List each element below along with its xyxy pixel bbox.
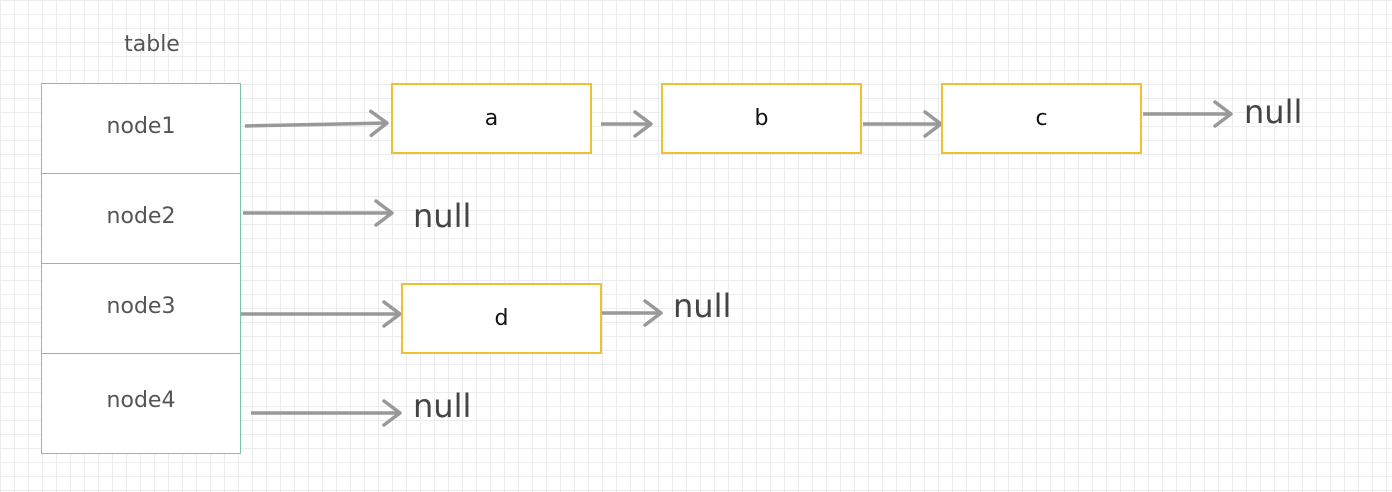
null-label-after-node2: null	[413, 197, 472, 235]
table-title: table	[124, 32, 180, 57]
table-cell-node3: node3	[41, 263, 241, 354]
table-cell-node1: node1	[41, 83, 241, 174]
null-label-after-c: null	[1244, 93, 1303, 131]
null-label-after-d: null	[673, 287, 732, 325]
table-cell-node4: node4	[41, 353, 241, 454]
list-node-c: c	[941, 83, 1142, 154]
null-label-after-node4: null	[413, 387, 472, 425]
table-cell-node2: node2	[41, 173, 241, 264]
arrow-node1-to-a	[244, 109, 389, 138]
list-node-b: b	[661, 83, 862, 154]
list-node-d: d	[401, 283, 602, 354]
list-node-a: a	[391, 83, 592, 154]
